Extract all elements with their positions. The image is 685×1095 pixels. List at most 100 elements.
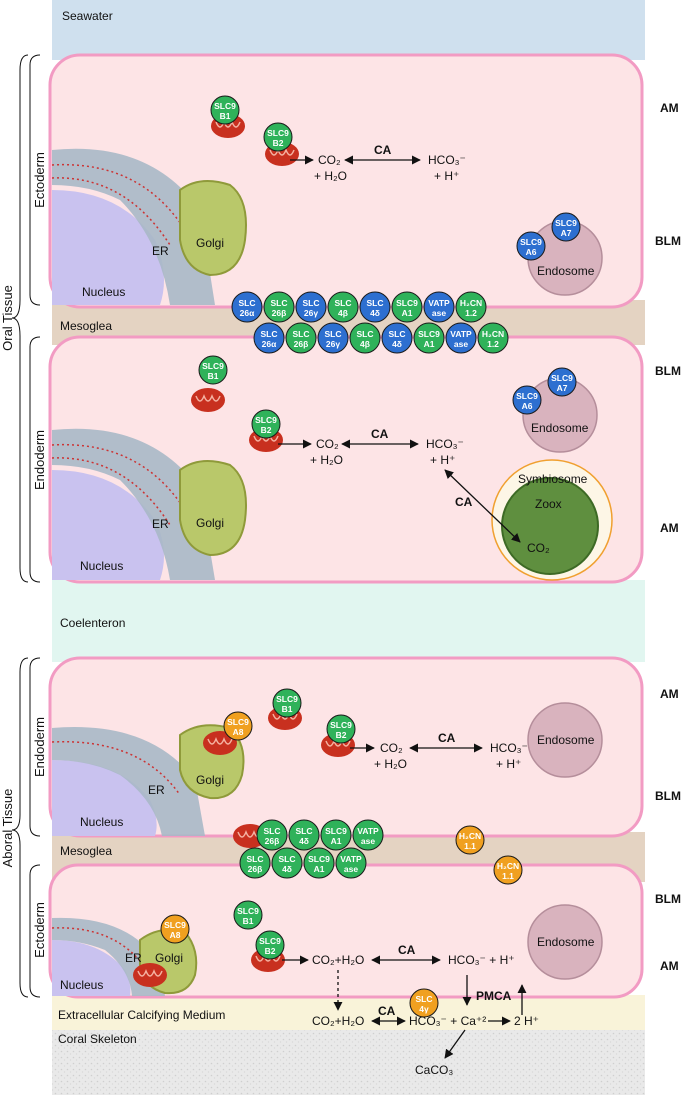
aboral-ecto-protein-label: ase [344, 864, 358, 874]
er-label: ER [125, 951, 142, 965]
protein-slc9b1-oral-endo: SLC9 B1 [198, 355, 228, 385]
nucleus [52, 190, 164, 305]
golgi-label: Golgi [196, 516, 224, 530]
two-h-label: 2 H⁺ [514, 1014, 539, 1028]
protein-slc9b1-aboral-endo: SLC9 B1 [272, 688, 302, 718]
aboral-endo-protein-label: A1 [331, 836, 342, 846]
endosome [527, 702, 603, 778]
svg-text:B2: B2 [336, 730, 347, 740]
coral-skeleton-label: Coral Skeleton [58, 1032, 137, 1046]
golgi-label: Golgi [155, 951, 183, 965]
pmca-label: PMCA [476, 989, 512, 1003]
svg-text:A8: A8 [233, 727, 244, 737]
oral-ecto-protein-circle [327, 291, 359, 323]
aboral-ecto-protein-label: SLC [247, 854, 264, 864]
svg-text:1.1: 1.1 [464, 841, 476, 851]
aboral-ecto-protein-label: SLC [279, 854, 296, 864]
blm-label: BLM [655, 234, 681, 248]
oral-ecto-protein-label: A1 [402, 308, 413, 318]
hco3-h-label: HCO₃⁻ + H⁺ [448, 953, 515, 967]
oral-mesoglea-protein-row-ectoderm: SLC26αSLC26βSLC26γSLC4βSLC4δSLC9A1VATPas… [231, 291, 487, 323]
svg-text:4γ: 4γ [419, 1004, 429, 1014]
endoderm-aboral-label: Endoderm [32, 717, 47, 777]
protein-slc9a8-aboral-endo: SLC9 A8 [223, 711, 253, 741]
aboral-endo-protein-label: VATP [357, 826, 379, 836]
oral-endo-protein-circle [445, 322, 477, 354]
zoox-label: Zoox [535, 497, 562, 511]
h-label: + H⁺ [430, 453, 455, 467]
aboral-endo-protein-circle [256, 819, 288, 851]
oral-endo-protein-label: 4β [360, 339, 370, 349]
protein-slc9b2-aboral-endo: SLC9 B2 [326, 714, 356, 744]
oral-ecto-protein-circle [263, 291, 295, 323]
svg-text:SLC9: SLC9 [516, 391, 538, 401]
mesoglea-top-label: Mesoglea [60, 319, 112, 333]
protein-h2cn11-b: H₂CN 1.1 [493, 855, 523, 885]
ca-label: CA [438, 731, 456, 745]
endosome-label: Endosome [537, 264, 595, 278]
oral-tissue-label: Oral Tissue [0, 285, 15, 351]
svg-text:SLC9: SLC9 [330, 720, 352, 730]
nucleus [52, 940, 131, 996]
protein-slc9b1-aboral-ecto: SLC9 B1 [233, 900, 263, 930]
ca-label: CA [455, 495, 473, 509]
ectoderm-aboral-label: Ectoderm [32, 902, 47, 958]
nucleus-label: Nucleus [80, 559, 123, 573]
endoderm-oral-label: Endoderm [32, 430, 47, 490]
am-label: AM [660, 687, 679, 701]
oral-ecto-protein-circle [423, 291, 455, 323]
oral-ecto-protein-label: SLC [271, 298, 288, 308]
oral-endo-protein-label: 1.2 [487, 339, 499, 349]
oral-endo-protein-label: H₂CN [482, 329, 504, 339]
mitochondrion [132, 962, 168, 988]
oral-ecto-protein-label: 26γ [304, 308, 318, 318]
aboral-ecto-protein-circle [303, 847, 335, 879]
endosome-label: Endosome [537, 935, 595, 949]
ca-label: CA [398, 943, 416, 957]
hco3-label: HCO₃⁻ [426, 437, 464, 451]
svg-text:SLC9: SLC9 [520, 237, 542, 247]
oral-ecto-protein-label: SLC [335, 298, 352, 308]
coelenteron-band [52, 580, 645, 662]
svg-text:A7: A7 [561, 228, 572, 238]
endosome-label: Endosome [537, 733, 595, 747]
oral-endo-protein-label: 26γ [326, 339, 340, 349]
oral-endo-protein-circle [381, 322, 413, 354]
co2-label: CO₂ [380, 741, 403, 755]
oral-endo-protein-label: VATP [450, 329, 472, 339]
protein-slc9a8-aboral-ecto: SLC9 A8 [160, 914, 190, 944]
svg-text:B2: B2 [265, 946, 276, 956]
hco3-label: HCO₃⁻ [490, 741, 528, 755]
oral-ecto-protein-circle [455, 291, 487, 323]
oral-ecto-protein-label: SLC [367, 298, 384, 308]
aboral-ecto-protein-circle [239, 847, 271, 879]
oral-ecto-protein-label: 26β [272, 308, 287, 318]
svg-text:SLC9: SLC9 [255, 415, 277, 425]
ca-label: CA [378, 1004, 396, 1018]
protein-slc9b2-oral-endo: SLC9 B2 [251, 409, 281, 439]
er [52, 148, 215, 305]
oral-endo-protein-label: A1 [424, 339, 435, 349]
oral-ecto-protein-label: 1.2 [465, 308, 477, 318]
aboral-ecto-protein-circle [335, 847, 367, 879]
protein-slc9a7-oral-ecto: SLC9 A7 [551, 212, 581, 242]
golgi [179, 180, 247, 277]
oral-endo-protein-label: 26α [262, 339, 277, 349]
svg-text:A6: A6 [526, 247, 537, 257]
calcifying-medium-label: Extracellular Calcifying Medium [58, 1008, 225, 1022]
protein-slc9b2-oral-ecto: SLC9 B2 [263, 122, 293, 152]
oral-endo-protein-label: SLC [261, 329, 278, 339]
oral-ecto-protein-label: 4δ [370, 308, 380, 318]
coelenteron-label: Coelenteron [60, 616, 125, 630]
